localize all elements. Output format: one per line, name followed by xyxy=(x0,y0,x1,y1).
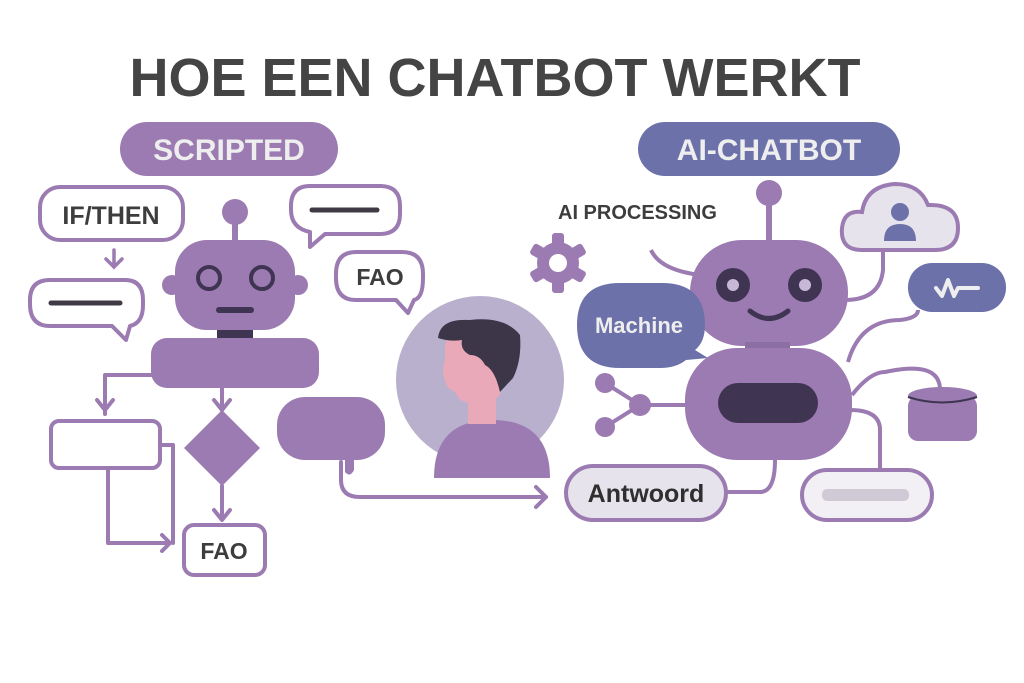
ai-robot-icon xyxy=(685,180,852,460)
faq-bubble: FAO xyxy=(334,250,425,315)
answer-label: Antwoord xyxy=(588,480,705,508)
connector-to-answer xyxy=(339,460,548,509)
database-icon xyxy=(907,387,978,441)
answer-pill: Antwoord xyxy=(564,464,728,522)
decision-diamond xyxy=(184,410,260,486)
flowchart xyxy=(49,373,267,577)
input-pill xyxy=(800,468,934,522)
ifthen-box: IF/THEN xyxy=(38,185,185,242)
waveform-icon xyxy=(908,263,1006,312)
robot-icon xyxy=(151,199,319,388)
scripted-pill: SCRIPTED xyxy=(120,122,338,176)
gear-icon xyxy=(530,233,586,293)
machine-bubble: Machine xyxy=(577,283,708,368)
faq-bubble-label: FAO xyxy=(356,264,403,290)
person-icon xyxy=(396,296,564,478)
speech-bubble-top xyxy=(289,184,402,249)
ifthen-label: IF/THEN xyxy=(62,202,159,230)
machine-label: Machine xyxy=(595,313,683,338)
arrow-down-icon xyxy=(104,248,124,270)
ai-chatbot-label: AI-CHATBOT xyxy=(677,134,861,167)
network-icon xyxy=(595,373,651,437)
faq-box-label: FAO xyxy=(200,538,247,564)
title: HOE EEN CHATBOT WERKT xyxy=(130,48,861,108)
ai-chatbot-pill: AI-CHATBOT xyxy=(638,122,900,176)
ai-processing-label: AI PROCESSING xyxy=(558,202,717,224)
cloud-user-icon xyxy=(839,181,961,252)
scripted-label: SCRIPTED xyxy=(153,134,305,167)
user-message-bubble xyxy=(277,397,385,475)
speech-bubble-left xyxy=(28,278,145,342)
